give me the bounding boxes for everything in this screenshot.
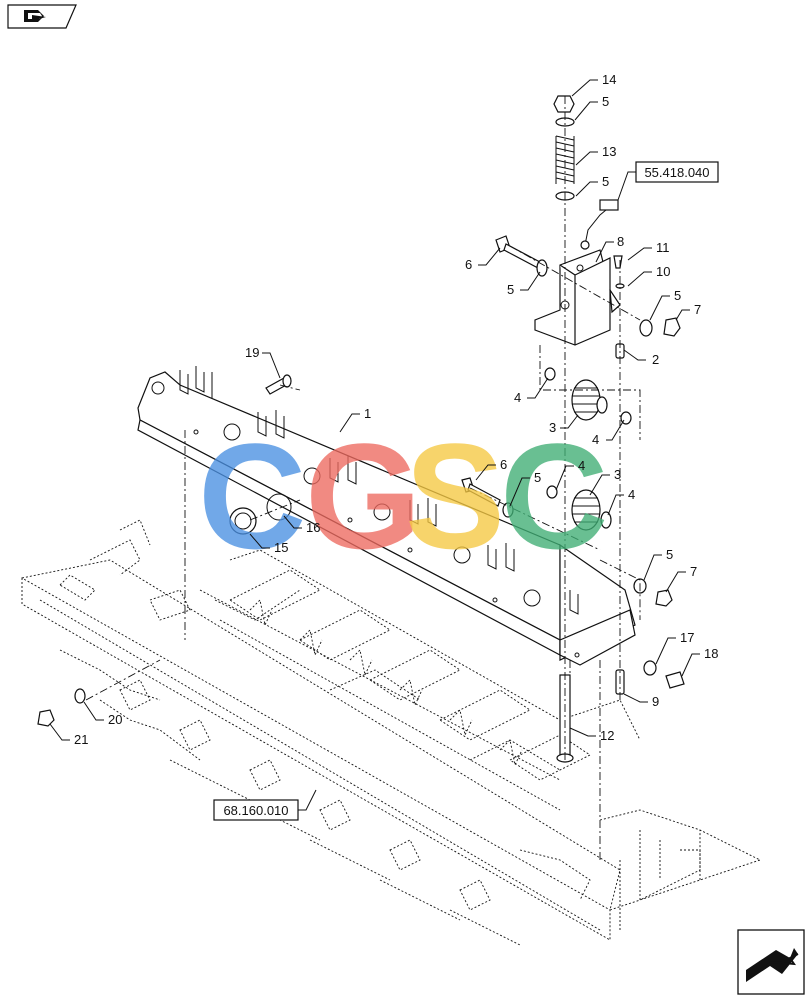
reference-code-bottom: 68.160.010	[223, 803, 288, 818]
callout[interactable]: 6	[500, 457, 507, 472]
callout[interactable]: 15	[274, 540, 288, 555]
watermark-letter-2: G	[305, 412, 422, 580]
roller-part-3-lower	[546, 485, 612, 531]
bolt-part-6-upper	[495, 235, 548, 277]
callout[interactable]: 11	[656, 240, 670, 255]
callout[interactable]: 8	[617, 234, 624, 249]
callout[interactable]: 21	[74, 732, 88, 747]
callout[interactable]: 5	[534, 470, 541, 485]
callout[interactable]: 2	[652, 352, 659, 367]
callout[interactable]: 3	[614, 467, 621, 482]
callout[interactable]: 5	[674, 288, 681, 303]
bushing-part-15	[229, 507, 257, 535]
callout[interactable]: 5	[507, 282, 514, 297]
callout[interactable]: 14	[602, 72, 616, 87]
callout[interactable]: 7	[690, 564, 697, 579]
washer-nut-right-lower	[633, 578, 685, 689]
pin-part-11	[613, 255, 623, 269]
callout[interactable]: 5	[602, 174, 609, 189]
bolt-part-19	[265, 374, 292, 395]
callout[interactable]: 12	[600, 728, 614, 743]
callout[interactable]: 4	[592, 432, 599, 447]
callout[interactable]: 19	[245, 345, 259, 360]
callout[interactable]: 7	[694, 302, 701, 317]
callout[interactable]: 9	[652, 694, 659, 709]
callout[interactable]: 4	[514, 390, 521, 405]
callout[interactable]: 3	[549, 420, 556, 435]
callout[interactable]: 6	[465, 257, 472, 272]
main-frame-phantom	[21, 519, 761, 946]
watermark: C G S C	[198, 412, 608, 580]
reference-box-top[interactable]: 55.418.040	[617, 161, 719, 201]
callout-numbers: 14 5 13 5 8 11 10 6 5 5 7 2 4 3 4 19 1 6…	[74, 72, 718, 747]
watermark-letter-3: S	[405, 412, 505, 580]
center-lines	[85, 96, 641, 860]
callout[interactable]: 5	[666, 547, 673, 562]
callout[interactable]: 10	[656, 264, 670, 279]
washer-nut-right-upper	[639, 317, 681, 337]
callout[interactable]: 20	[108, 712, 122, 727]
page-back-icon[interactable]	[7, 4, 77, 29]
reference-box-bottom[interactable]: 68.160.010	[213, 789, 317, 821]
callout[interactable]: 17	[680, 630, 694, 645]
bolt-part-6-lower	[461, 477, 514, 518]
main-beam-part-1	[137, 366, 636, 666]
next-page-arrow-icon[interactable]	[737, 929, 805, 995]
sensor-cable	[580, 199, 619, 250]
watermark-letter-1: C	[198, 412, 306, 580]
bracket-part-8	[534, 249, 621, 346]
nut-part-14	[553, 95, 575, 113]
washer-part-20	[74, 688, 86, 704]
callout[interactable]: 4	[628, 487, 635, 502]
callout-leaders	[49, 79, 700, 741]
watermark-letter-4: C	[500, 412, 608, 580]
callout[interactable]: 4	[578, 458, 585, 473]
callout[interactable]: 13	[602, 144, 616, 159]
ring-part-16	[266, 493, 292, 521]
callout[interactable]: 1	[364, 406, 371, 421]
reference-code-top: 55.418.040	[644, 165, 709, 180]
callout[interactable]: 16	[306, 520, 320, 535]
callout[interactable]: 5	[602, 94, 609, 109]
callout[interactable]: 18	[704, 646, 718, 661]
nut-part-21	[37, 709, 55, 727]
